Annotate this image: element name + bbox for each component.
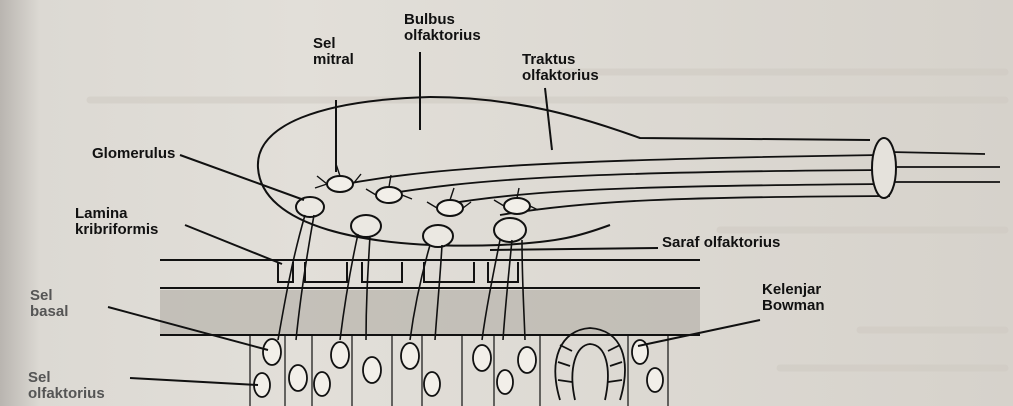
label-glomerulus: Glomerulus: [92, 146, 175, 162]
label-sel-mitral: Sel mitral: [313, 36, 354, 68]
label-saraf-olfaktorius: Saraf olfaktorius: [662, 235, 780, 251]
label-traktus-olfaktorius: Traktus olfaktorius: [522, 52, 599, 84]
label-sel-olfaktorius: Sel olfaktorius: [28, 370, 105, 402]
mucosa-layer: [160, 290, 700, 335]
glomeruli: [296, 197, 526, 247]
tract-cut-end: [872, 138, 896, 198]
label-sel-basal: Sel basal: [30, 288, 68, 320]
label-kelenjar-bowman: Kelenjar Bowman: [762, 282, 825, 314]
lamina-kribriformis: [160, 260, 700, 288]
bowman-gland: [555, 328, 625, 400]
olfactory-receptor-cells: [254, 339, 663, 397]
label-lamina-kribriformis: Lamina kribriformis: [75, 206, 158, 238]
label-bulbus-olfaktorius: Bulbus olfaktorius: [404, 12, 481, 44]
